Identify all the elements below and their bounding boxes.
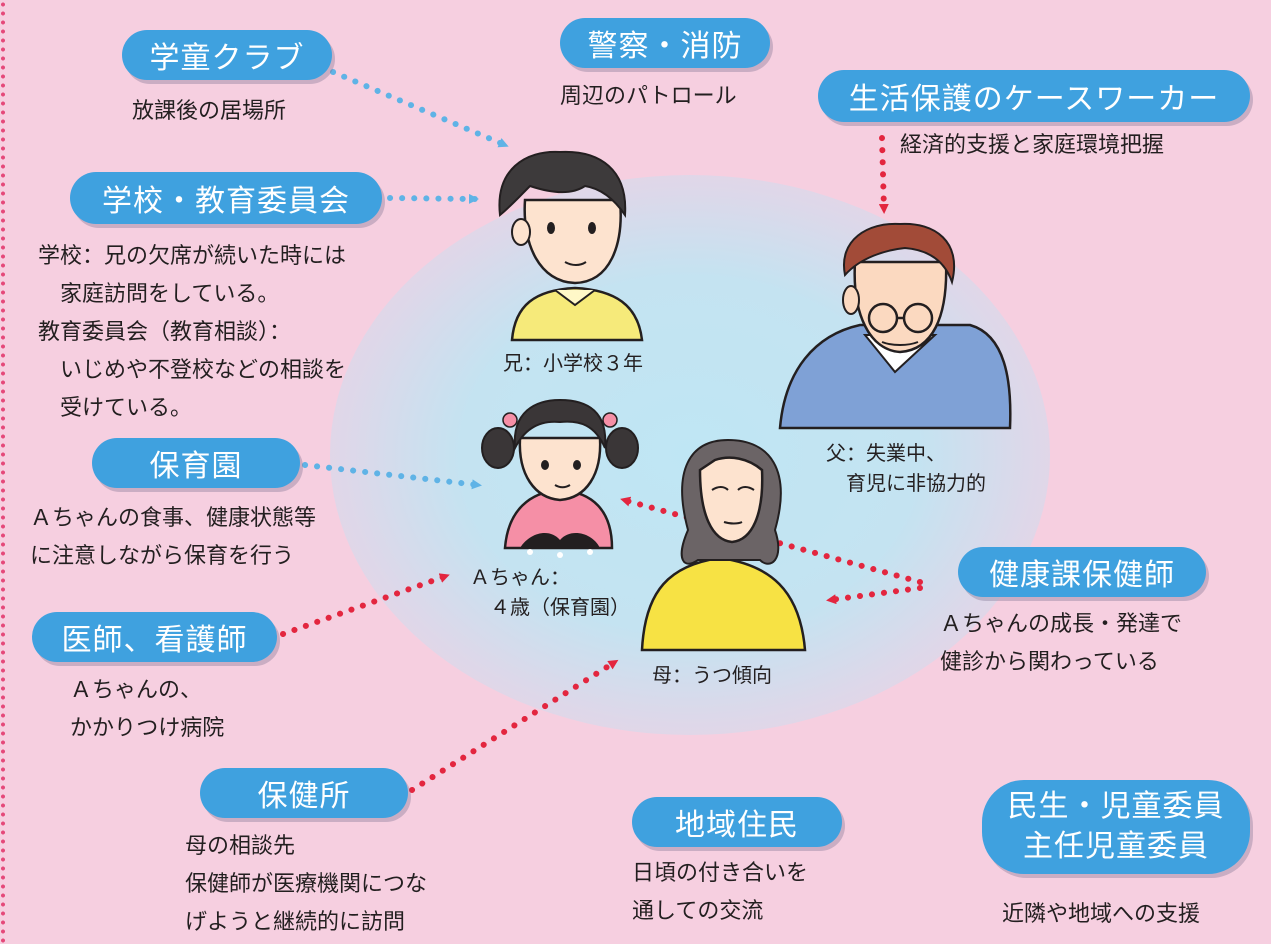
arrow-hokenjo-to-mother	[409, 659, 619, 793]
desc-line: 教育委員会（教育相談）：	[38, 320, 292, 345]
father-label-line: 育児に非協力的	[826, 471, 986, 495]
node-hokenjo-desc: 母の相談先 保健師が医療機関につな げようと継続的に訪問	[185, 828, 427, 942]
node-kenkoka-desc: Ａちゃんの成長・発達で 健診から関わっている	[940, 606, 1182, 682]
node-gakudo-pill: 学童クラブ	[122, 30, 332, 80]
desc-line: 周辺のパトロール	[560, 84, 737, 109]
node-kenkoka-pill: 健康課保健師	[958, 547, 1206, 597]
node-minsei-pill: 民生・児童委員 主任児童委員	[982, 780, 1250, 874]
desc-line: かかりつけ病院	[70, 716, 225, 741]
node-minsei-label-line1: 民生・児童委員	[1007, 789, 1225, 824]
node-minsei-label-line2: 主任児童委員	[1023, 829, 1209, 864]
desc-line: 近隣や地域への支援	[1002, 902, 1201, 927]
node-chiiki-pill: 地域住民	[632, 797, 842, 847]
node-ishi-label: 医師、看護師	[61, 623, 248, 658]
node-gakudo-desc: 放課後の居場所	[132, 93, 286, 131]
node-ishi-pill: 医師、看護師	[32, 612, 277, 662]
node-keisatsu-label: 警察・消防	[587, 29, 743, 64]
desc-line: げようと継続的に訪問	[185, 910, 406, 935]
desc-line: 母の相談先	[185, 834, 296, 859]
node-chiiki-desc: 日頃の付き合いを 通しての交流	[632, 855, 808, 931]
child-label-line: ４歳（保育園）	[470, 595, 630, 619]
node-gakko-pill: 学校・教育委員会	[70, 172, 382, 224]
arrow-gakko-to-brother	[387, 193, 479, 204]
node-seikatsu-label: 生活保護のケースワーカー	[848, 82, 1220, 117]
node-kenkoka-label: 健康課保健師	[989, 558, 1175, 593]
arrow-seikatsu-to-father	[878, 135, 889, 214]
node-chiiki-label: 地域住民	[675, 808, 799, 843]
node-keisatsu-pill: 警察・消防	[560, 18, 770, 68]
node-hoikuen-desc: Ａちゃんの食事、健康状態等 に注意しながら保育を行う	[30, 500, 316, 576]
child-label: Ａちゃん： ４歳（保育園）	[470, 562, 630, 622]
desc-line: Ａちゃんの成長・発達で	[940, 612, 1183, 637]
node-hokenjo-label: 保健所	[257, 779, 351, 814]
node-minsei-desc: 近隣や地域への支援	[1002, 896, 1200, 934]
arrow-kenkoka-to-mother	[826, 585, 923, 605]
child-label-line: Ａちゃん：	[470, 565, 570, 589]
node-seikatsu-pill: 生活保護のケースワーカー	[818, 70, 1250, 122]
desc-line: Ａちゃんの食事、健康状態等	[30, 506, 317, 531]
father-label-line: 父：失業中、	[826, 441, 946, 465]
desc-line: 保健師が医療機関につな	[185, 872, 428, 897]
father-figure	[778, 222, 1012, 430]
node-seikatsu-desc: 経済的支援と家庭環境把握	[900, 127, 1164, 165]
arrow-kenkoka-to-child	[620, 496, 923, 585]
arrow-ishi-to-child	[280, 573, 450, 637]
dotted-page-border	[0, 0, 6, 944]
node-gakko-desc: 学校：兄の欠席が続いた時には 家庭訪問をしている。 教育委員会（教育相談）： い…	[38, 238, 346, 428]
arrow-gakudo-to-brother	[330, 69, 509, 148]
node-hoikuen-label: 保育園	[149, 449, 243, 484]
desc-line: Ａちゃんの、	[70, 678, 203, 703]
father-label: 父：失業中、 育児に非協力的	[826, 438, 986, 498]
desc-line: 受けている。	[38, 396, 193, 421]
node-ishi-desc: Ａちゃんの、 かかりつけ病院	[70, 672, 224, 748]
desc-line: 学校：兄の欠席が続いた時には	[38, 244, 347, 269]
child-figure	[481, 398, 639, 558]
desc-line: 家庭訪問をしている。	[38, 282, 280, 307]
node-gakko-label: 学校・教育委員会	[102, 184, 350, 219]
desc-line: 経済的支援と家庭環境把握	[900, 133, 1165, 158]
brother-figure	[498, 150, 644, 342]
desc-line: 放課後の居場所	[132, 99, 287, 124]
desc-line: 健診から関わっている	[940, 650, 1159, 675]
mother-figure	[640, 438, 807, 652]
mother-label: 母：うつ傾向	[652, 663, 772, 687]
desc-line: いじめや不登校などの相談を	[38, 358, 347, 383]
node-gakudo-label: 学童クラブ	[149, 41, 305, 76]
arrow-hoikuen-to-child	[302, 462, 482, 490]
desc-line: に注意しながら保育を行う	[30, 544, 295, 569]
brother-label: 兄：小学校３年	[503, 351, 643, 375]
node-keisatsu-desc: 周辺のパトロール	[560, 78, 737, 116]
node-hoikuen-pill: 保育園	[92, 438, 300, 488]
desc-line: 日頃の付き合いを	[632, 861, 809, 886]
node-hokenjo-pill: 保健所	[200, 768, 408, 818]
desc-line: 通しての交流	[632, 899, 764, 924]
